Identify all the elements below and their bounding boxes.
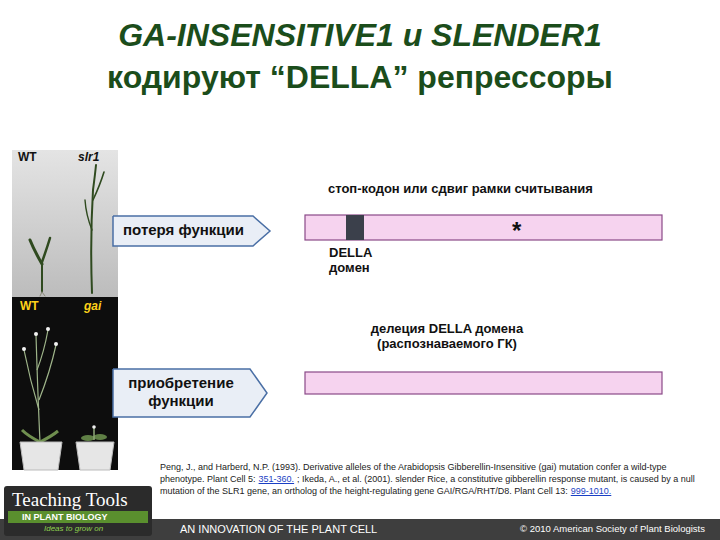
text-label: * — [512, 219, 521, 243]
text-label: Teaching Tools — [12, 489, 128, 511]
wt-plant — [22, 330, 58, 442]
gene-bar — [305, 215, 662, 240]
text-label: Ideas to grow on — [44, 524, 103, 533]
plant-photo — [12, 297, 118, 470]
text-label: делеция DELLA домена (распознаваемого ГК… — [322, 322, 572, 352]
text-label: DELLA домен — [329, 246, 409, 276]
pots — [20, 442, 114, 470]
arrow-label: потеря функции — [122, 221, 245, 239]
arrow-shape: приобретение функции — [112, 368, 268, 418]
arrow-shape: потеря функции — [112, 215, 271, 247]
photo-top: WT — [18, 151, 37, 165]
photo-bottom: WT — [20, 300, 39, 314]
arrow-label: приобретение функции — [122, 374, 240, 410]
logo-box — [4, 486, 152, 536]
della-domain — [346, 215, 364, 240]
seedling-photo — [12, 150, 118, 297]
reference-link: 999-1010. — [571, 486, 612, 496]
reference-link: 351-360. — [259, 474, 295, 484]
logo-band — [8, 511, 148, 523]
text-label: стоп-кодон или сдвиг рамки считывания — [328, 182, 593, 197]
seedlings — [30, 165, 104, 296]
text-label: AN INNOVATION OF THE PLANT CELL — [180, 523, 377, 536]
gai-plant — [81, 425, 107, 441]
flowers — [22, 327, 58, 351]
gene-bar-deleted — [305, 372, 662, 394]
reference-block: Peng, J., and Harberd, N.P. (1993). Deri… — [160, 461, 708, 497]
text-label: IN PLANT BIOLOGY — [22, 511, 108, 523]
photo-top: slr1 — [78, 151, 99, 165]
photo-bottom: gai — [84, 300, 101, 314]
slide-title: GA-INSENSITIVE1 и SLENDER1 кодируют “DEL… — [70, 14, 650, 98]
arrow-body — [113, 216, 270, 246]
text-label: © 2010 American Society of Plant Biologi… — [520, 524, 705, 535]
arrow-body — [113, 369, 267, 417]
